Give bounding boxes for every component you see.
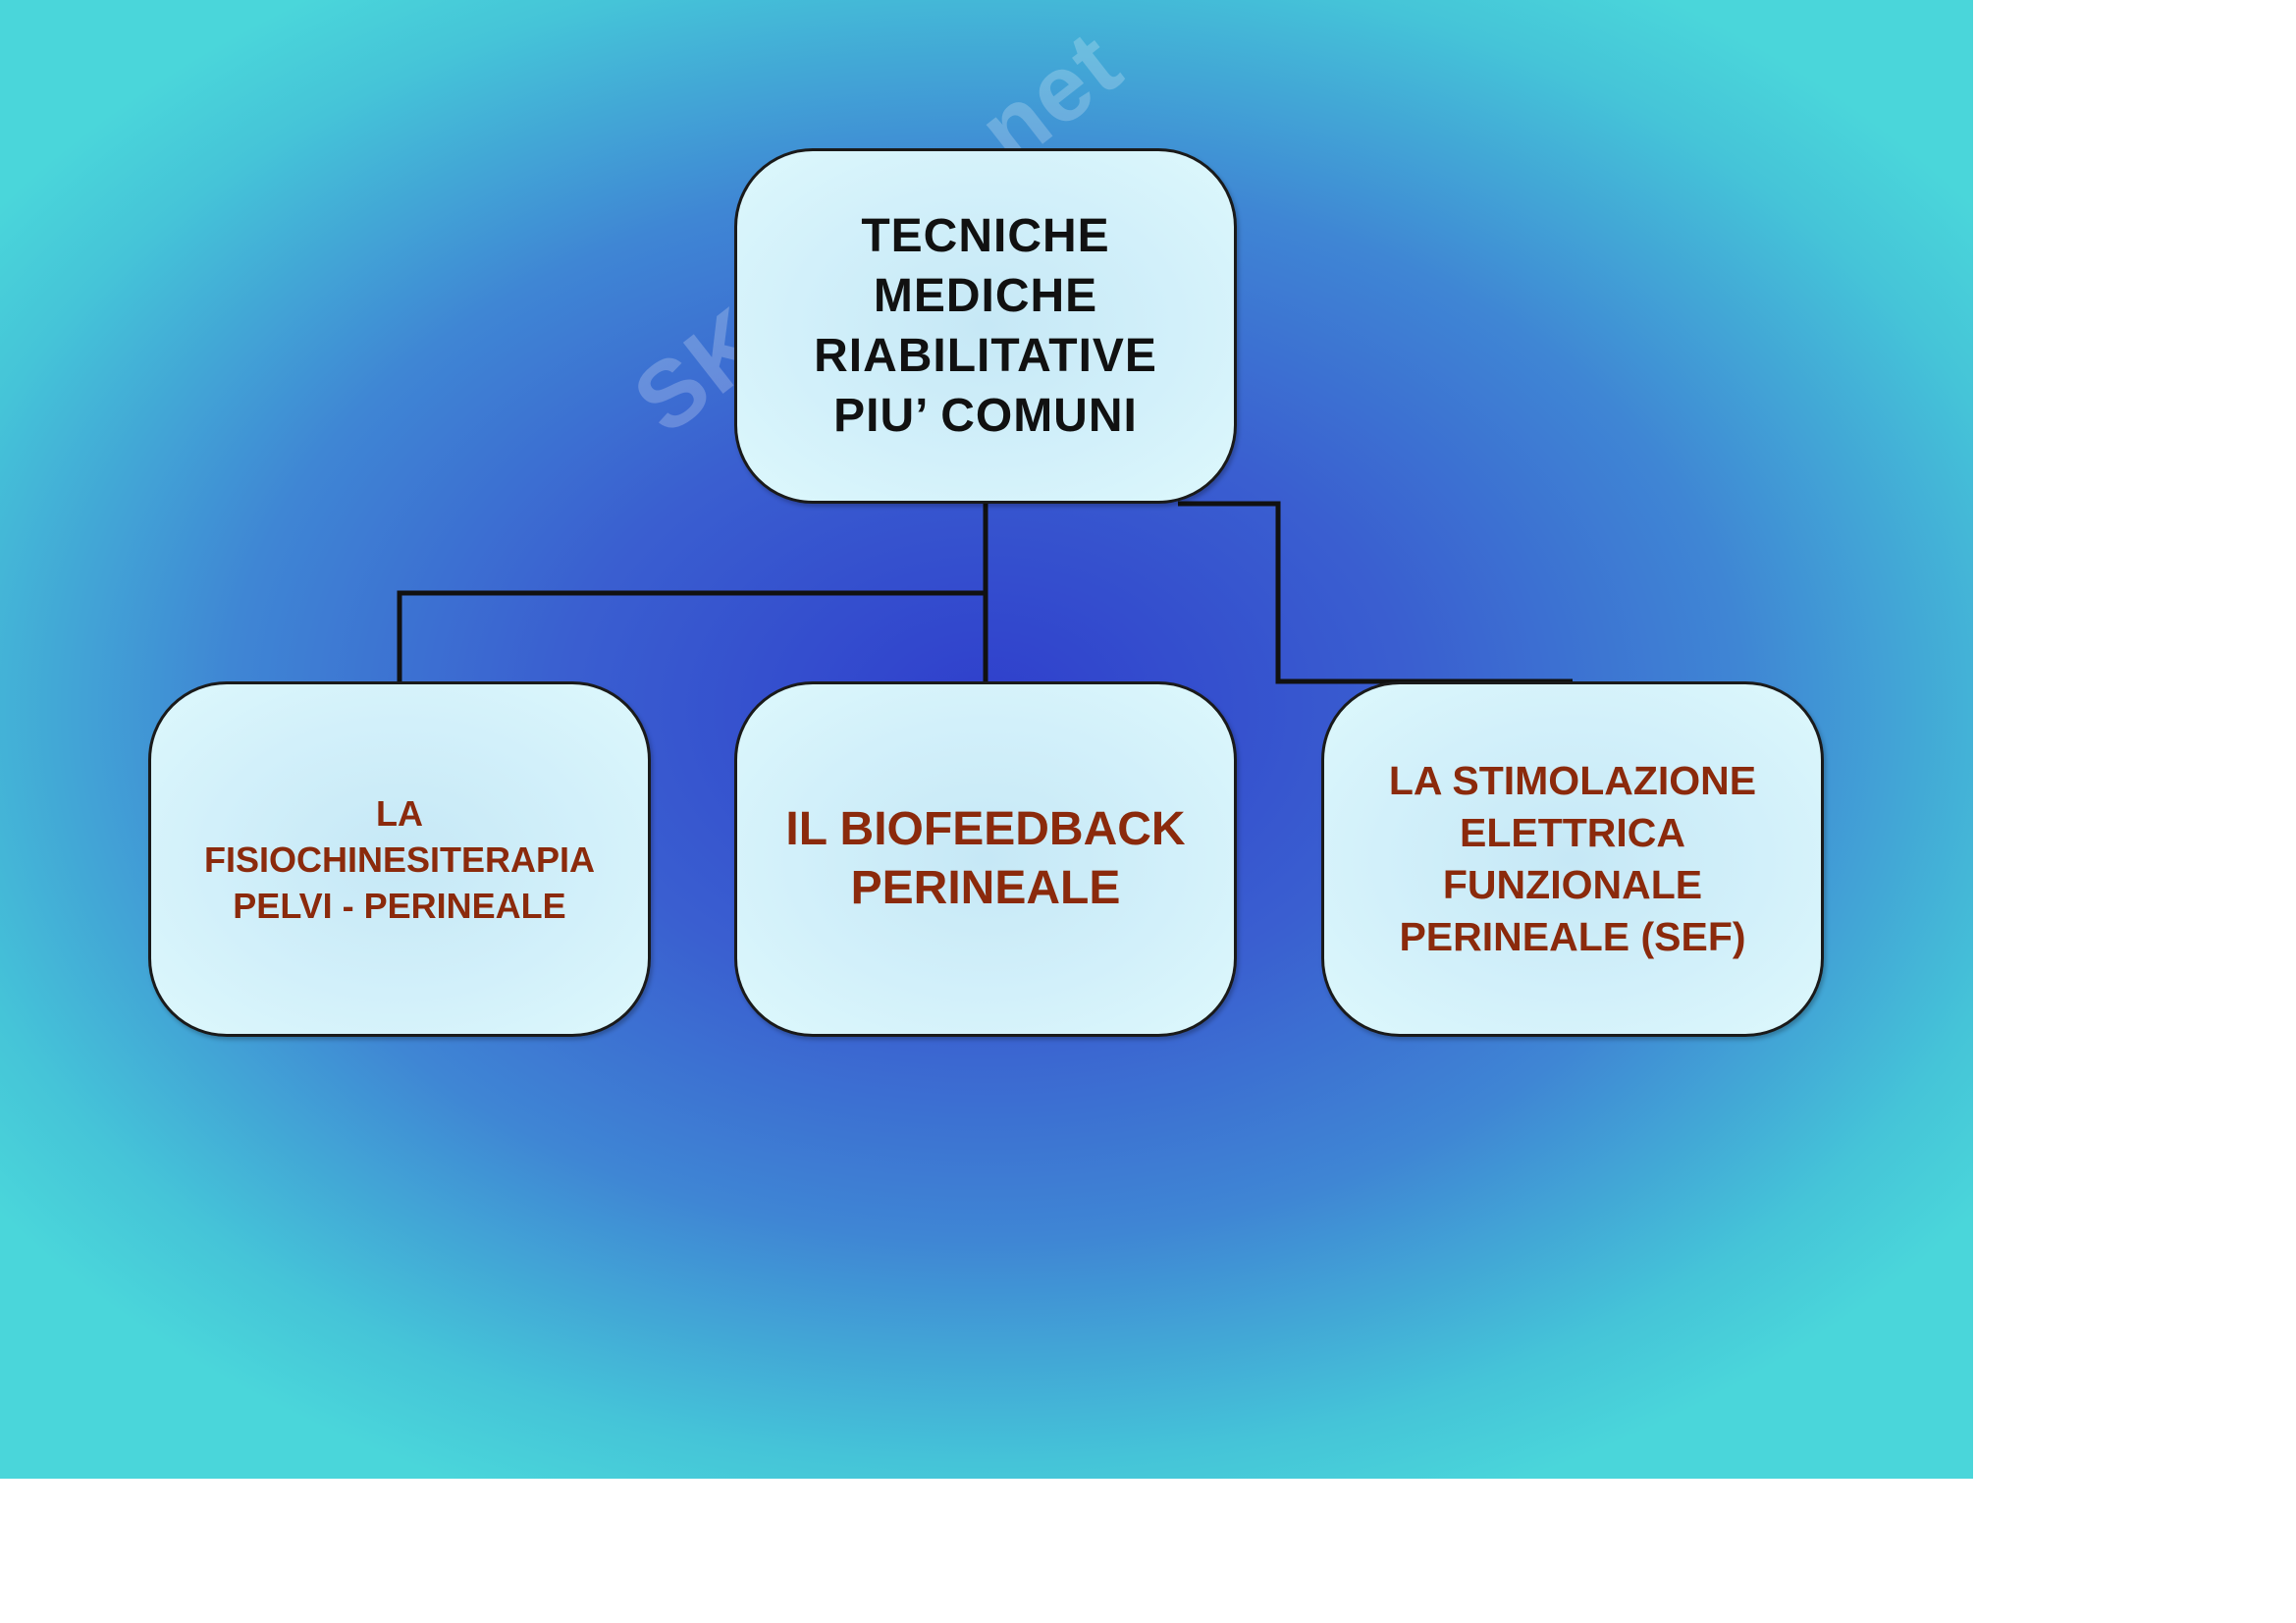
child-node-fisiochinesiterapia: LA FISIOCHINESITERAPIA PELVI - PERINEALE [148,681,651,1037]
root-node-label: TECNICHE MEDICHE RIABILITATIVE PIU’ COMU… [814,210,1157,442]
child-node-label: LA STIMOLAZIONE ELETTRICA FUNZIONALE PER… [1388,758,1757,959]
slide-background: SKUOLA.net TECNICHE MEDICHE RIABILITATIV… [0,0,1973,1479]
root-node: TECNICHE MEDICHE RIABILITATIVE PIU’ COMU… [734,148,1237,504]
child-node-stimolazione: LA STIMOLAZIONE ELETTRICA FUNZIONALE PER… [1321,681,1824,1037]
child-node-label: LA FISIOCHINESITERAPIA PELVI - PERINEALE [203,792,596,926]
child-node-biofeedback: IL BIOFEEDBACK PERINEALE [734,681,1237,1037]
connector-root-to-left [397,504,988,681]
connector-root-to-right [1178,501,1573,684]
child-node-label: IL BIOFEEDBACK PERINEALE [785,803,1186,914]
